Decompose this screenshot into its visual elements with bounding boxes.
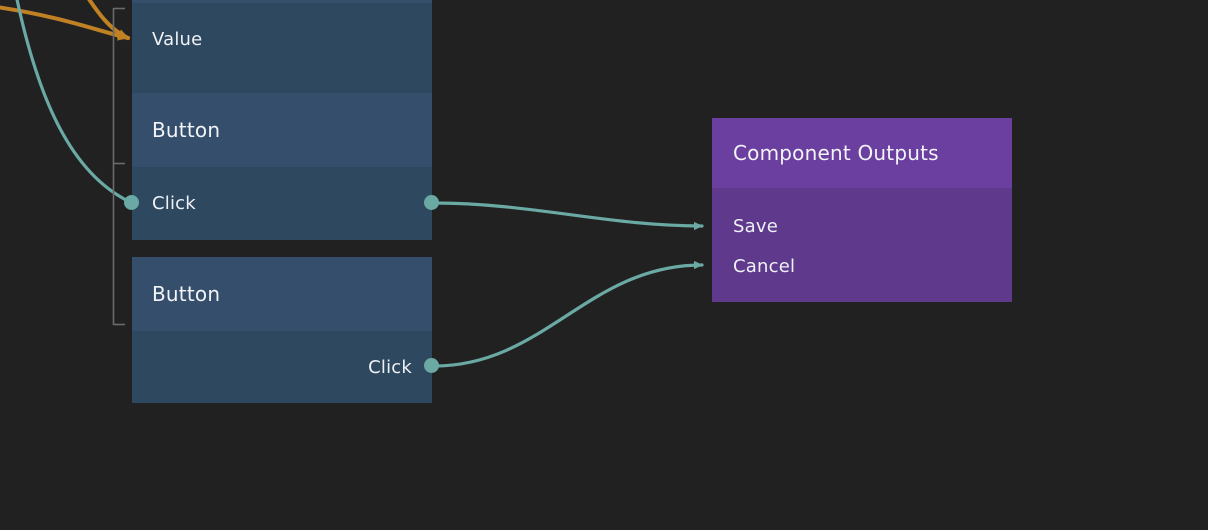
node-component-outputs-title: Component Outputs <box>733 141 939 165</box>
node-button-2-body: Click <box>132 331 432 403</box>
node-component-outputs-header: Component Outputs <box>712 118 1012 188</box>
node-button-1-header: Button <box>132 93 432 167</box>
port-label-value: Value <box>152 28 203 50</box>
port-dot-button-1-click-output[interactable] <box>424 195 439 210</box>
node-button-1-body: Click <box>132 167 432 240</box>
port-row-cancel[interactable]: Cancel <box>712 246 1012 286</box>
node-component-outputs-body: Save Cancel <box>712 188 1012 302</box>
port-row-save[interactable]: Save <box>712 206 1012 246</box>
edge-button1-click-to-save <box>432 201 704 231</box>
node-button-2-header: Button <box>132 257 432 331</box>
port-label-button-2-click: Click <box>368 356 412 378</box>
port-row-value[interactable]: Value <box>132 3 432 75</box>
port-label-button-1-click: Click <box>152 193 196 214</box>
edge-button2-click-to-cancel <box>432 260 704 368</box>
component-group-bracket <box>112 7 125 326</box>
node-button-1-title: Button <box>152 118 221 142</box>
node-button-2[interactable]: Button Click <box>132 257 432 403</box>
node-button-1[interactable]: Button Click <box>132 93 432 240</box>
node-value-header <box>132 0 432 3</box>
node-component-outputs[interactable]: Component Outputs Save Cancel <box>712 118 1012 302</box>
node-button-2-title: Button <box>152 282 221 306</box>
port-label-cancel: Cancel <box>733 255 796 277</box>
port-dot-button-2-click-output[interactable] <box>424 358 439 373</box>
port-row-button-2-click[interactable]: Click <box>132 331 432 403</box>
port-dot-button-1-click-input[interactable] <box>124 195 139 210</box>
port-label-save: Save <box>733 215 778 237</box>
port-row-button-1-click[interactable]: Click <box>132 167 432 240</box>
